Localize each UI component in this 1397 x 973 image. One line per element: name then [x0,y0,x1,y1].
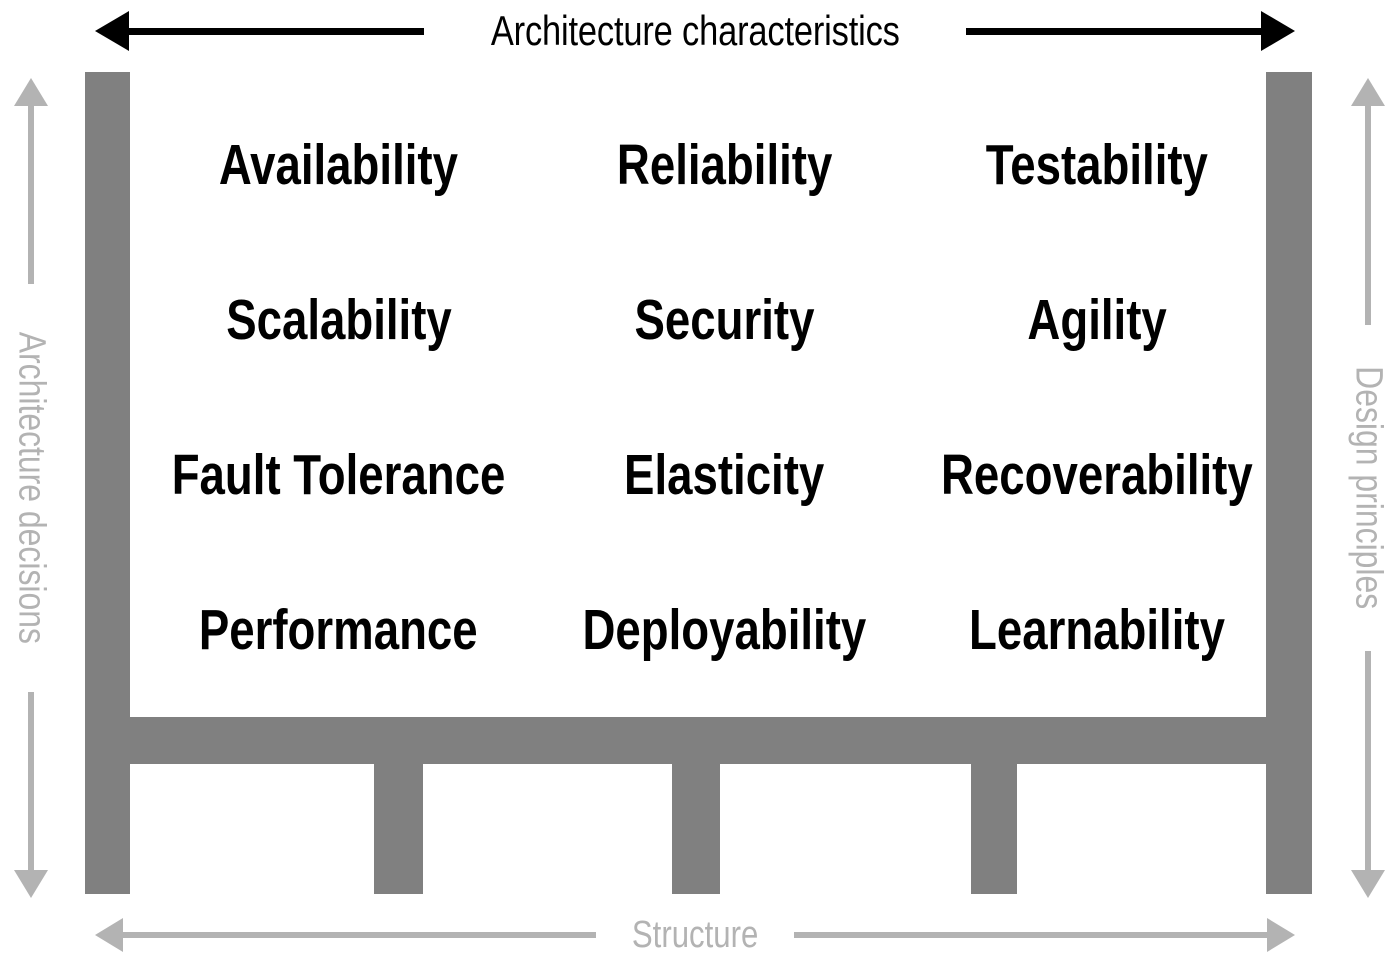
outer-pillar-left [85,72,130,894]
left-axis: Architecture decisions [8,78,54,899]
characteristic-item: Performance [199,598,478,662]
inner-pillar-2 [672,764,720,894]
characteristic-item: Scalability [225,288,452,352]
arrow-down-icon [14,870,48,899]
arrow-right-icon [1261,11,1296,51]
top-axis-label: Architecture characteristics [490,7,900,54]
axis-line [123,932,596,938]
characteristic-item: Recoverability [940,443,1253,507]
axis-line [794,932,1268,938]
inner-pillar-1 [374,764,423,894]
characteristic-item: Deployability [582,598,867,662]
characteristic-item: Learnability [968,598,1225,662]
characteristic-item: Availability [218,133,459,197]
arrow-left-icon [95,918,123,952]
outer-pillar-right [1266,72,1312,894]
horizontal-beam [85,717,1312,764]
bottom-axis: Structure [95,912,1296,958]
inner-pillar-3 [971,764,1017,894]
characteristic-item: Security [634,288,815,352]
characteristics-grid: Availability Reliability Testability Sca… [130,88,1266,708]
arrow-left-icon [95,11,129,51]
axis-line [28,691,34,871]
arrow-down-icon [1351,870,1385,898]
axis-line [28,106,34,285]
arrow-right-icon [1267,918,1296,952]
characteristic-item: Agility [1026,288,1167,352]
characteristic-item: Fault Tolerance [171,443,506,507]
arrow-up-icon [1351,78,1385,106]
characteristic-item: Testability [985,133,1208,197]
right-axis-label: Design principles [1347,366,1390,610]
characteristic-item: Reliability [616,133,833,197]
top-axis: Architecture characteristics [95,6,1296,56]
characteristic-item: Elasticity [624,443,825,507]
axis-line [1365,106,1371,326]
axis-line [129,27,424,35]
axis-line [1365,650,1371,870]
left-axis-label: Architecture decisions [10,331,53,645]
right-axis: Design principles [1345,78,1391,898]
arrow-up-icon [14,78,48,106]
bottom-axis-label: Structure [631,913,759,956]
axis-line [966,27,1262,35]
